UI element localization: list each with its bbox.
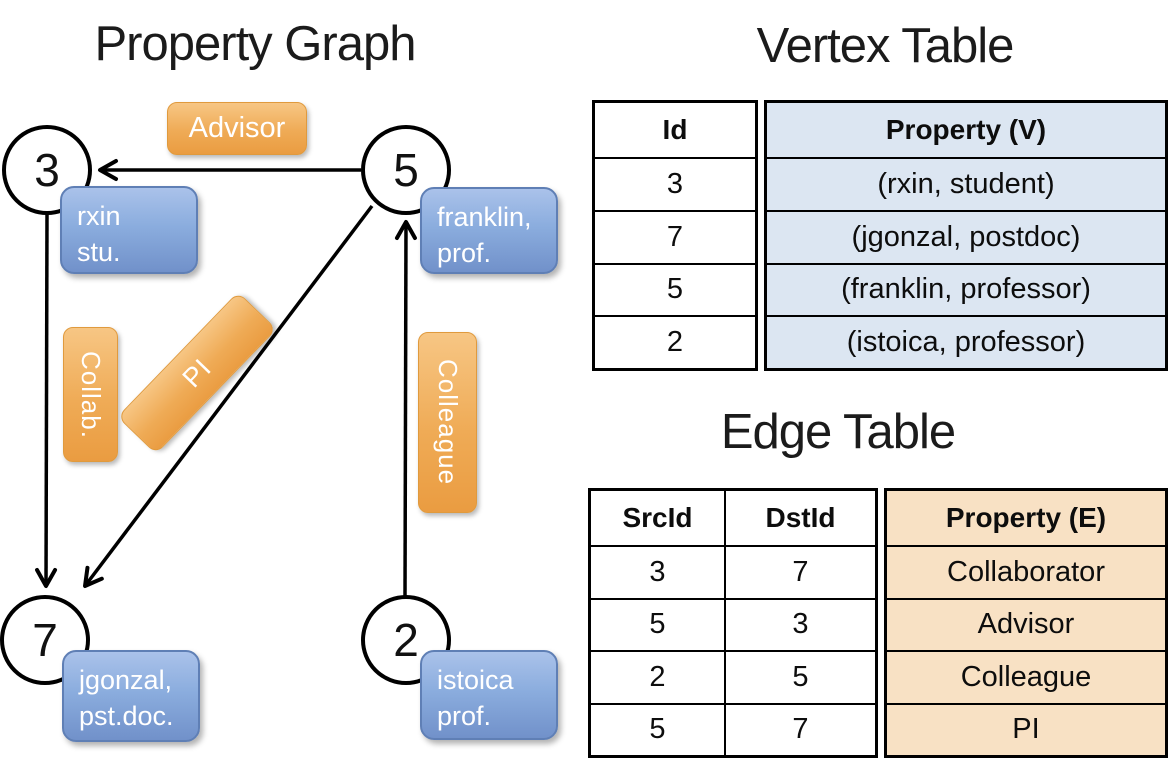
- dstid-cell: 7: [724, 547, 875, 598]
- edge-table-srcid-header: SrcId: [622, 502, 693, 533]
- graph-node-2: 2: [361, 595, 451, 685]
- franklin-line1: franklin,: [437, 202, 532, 232]
- edge-table-property-column: Property (E) Collaborator Advisor Collea…: [884, 488, 1168, 758]
- graph-edges: [35, 159, 417, 597]
- vertex-table-property-column: Property (V) (rxin, student) (jgonzal, p…: [764, 100, 1168, 371]
- edge-table-property-cell: Colleague: [887, 650, 1165, 703]
- edge-table-title: Edge Table: [720, 405, 956, 459]
- franklin-line2: prof.: [437, 237, 492, 268]
- vertex-table-id-cell: 2: [595, 315, 755, 368]
- vertex-property-box-rxin: rxin stu.: [60, 186, 198, 274]
- pi-label-text: PI: [176, 352, 217, 393]
- edge-table-row: 5 3: [591, 597, 875, 650]
- vertex-table-property-cell: (franklin, professor): [767, 262, 1165, 316]
- advisor-label-text: Advisor: [188, 112, 286, 144]
- collab-label-text: Collab.: [76, 350, 106, 439]
- node-5-label: 5: [393, 144, 419, 196]
- vertex-table-property-header: Property (V): [767, 103, 1165, 157]
- vertex-table-property-cell: (jgonzal, postdoc): [767, 209, 1165, 263]
- edge-label-advisor: Advisor: [167, 102, 307, 155]
- vertex-table-property-cell: (rxin, student): [767, 157, 1165, 210]
- vertex-table-id-cell: 5: [595, 262, 755, 316]
- edge-table-id-columns: SrcId DstId 3 7 5 3 2 5 5 7: [588, 488, 878, 758]
- rxin-line1: rxin: [77, 201, 121, 231]
- vertex-table-id-column: Id 3 7 5 2: [592, 100, 758, 371]
- edge-table-property-cell: PI: [887, 702, 1165, 755]
- edge-collab-3-to-7: [35, 213, 58, 588]
- edge-table-row: 5 7: [591, 702, 875, 755]
- dstid-cell: 7: [724, 704, 875, 755]
- vertex-table-id-cell: 7: [595, 209, 755, 263]
- edge-table-dstid-header: DstId: [724, 491, 875, 545]
- edge-table-row: 2 5: [591, 650, 875, 703]
- edge-table-property-cell: Collaborator: [887, 545, 1165, 598]
- node-2-label: 2: [393, 614, 419, 666]
- vertex-property-box-istoica: istoica prof.: [420, 650, 558, 740]
- vertex-property-box-franklin: franklin, prof.: [420, 187, 558, 274]
- vertex-table-title: Vertex Table: [756, 19, 1015, 73]
- edge-pi-5-to-7: [83, 204, 374, 588]
- jgonzal-line1: jgonzal,: [79, 665, 173, 695]
- edge-colleague-2-to-5: [394, 220, 417, 597]
- jgonzal-line2: pst.doc.: [79, 700, 174, 731]
- vertex-table-id-cell: 3: [595, 157, 755, 210]
- srcid-cell: 2: [649, 660, 666, 693]
- srcid-cell: 3: [649, 555, 666, 588]
- istoica-line2: prof.: [437, 700, 492, 731]
- edge-label-colleague: Colleague: [418, 332, 477, 513]
- node-7-label: 7: [32, 614, 58, 666]
- colleague-label-text: Colleague: [433, 359, 463, 486]
- edge-table-property-header: Property (E): [887, 491, 1165, 545]
- node-3-label: 3: [34, 144, 60, 196]
- edge-table-id-headers: SrcId DstId: [591, 491, 875, 545]
- istoica-line1: istoica: [437, 665, 514, 695]
- edge-table-row: 3 7: [591, 545, 875, 598]
- vertex-table-property-cell: (istoica, professor): [767, 315, 1165, 368]
- srcid-cell: 5: [649, 713, 666, 746]
- graph-node-5: 5: [361, 125, 451, 215]
- vertex-property-box-jgonzal: jgonzal, pst.doc.: [62, 650, 200, 742]
- rxin-line2: stu.: [77, 236, 121, 267]
- vertex-table-id-header: Id: [662, 114, 688, 145]
- edge-table-property-cell: Advisor: [887, 597, 1165, 650]
- dstid-cell: 5: [724, 652, 875, 703]
- srcid-cell: 5: [649, 608, 666, 641]
- dstid-cell: 3: [724, 599, 875, 650]
- property-graph-title: Property Graph: [94, 17, 417, 71]
- edge-label-collab: Collab.: [63, 327, 118, 462]
